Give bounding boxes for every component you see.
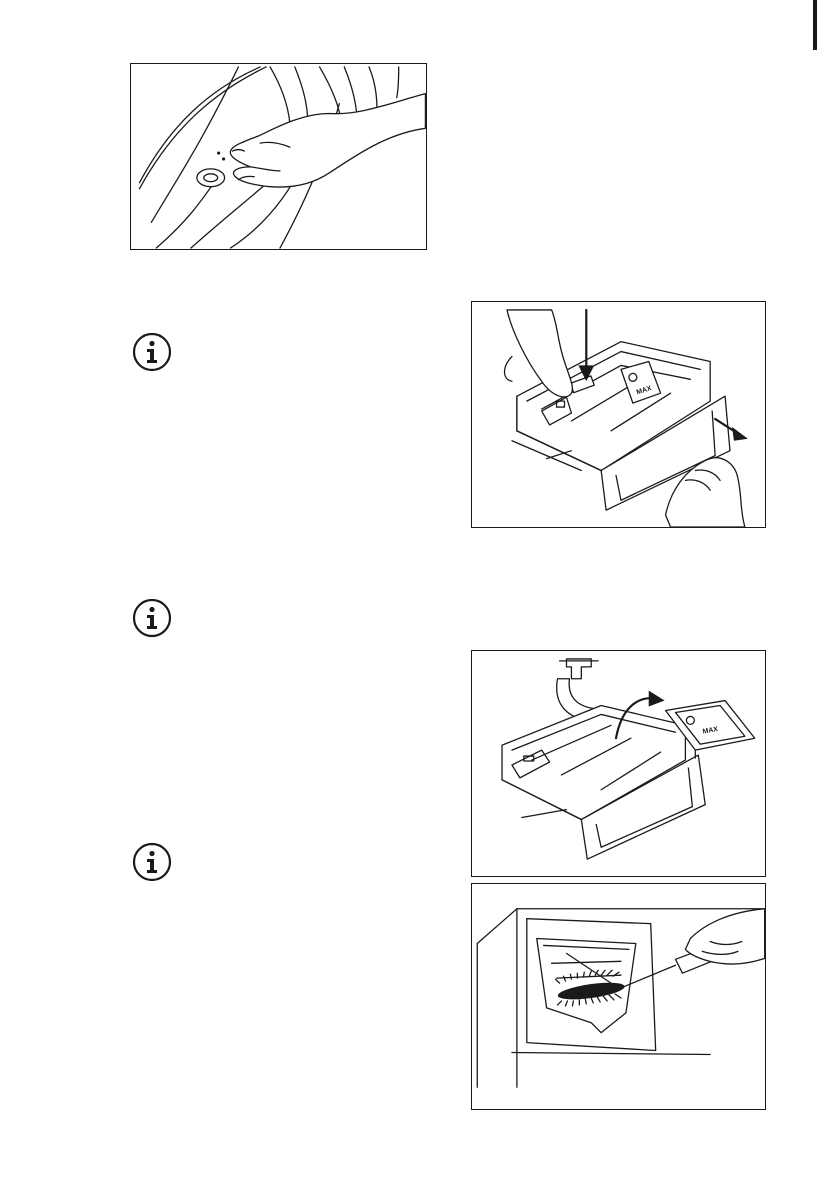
dispenser-rinse-under-tap-illustration: MAX — [472, 651, 765, 876]
dispenser-recess-brush-cleaning-illustration — [472, 884, 765, 1109]
dispenser-rinse-figure: MAX — [471, 650, 766, 877]
page-edge-marker — [813, 0, 817, 50]
info-icon — [132, 598, 172, 638]
door-seal-figure — [130, 63, 427, 250]
dispenser-removal-figure: MAX — [471, 301, 766, 528]
hand-on-door-seal-illustration — [131, 64, 426, 249]
dispenser-drawer-removal-illustration: MAX — [472, 302, 765, 527]
info-icon — [132, 842, 172, 882]
info-icon — [132, 332, 172, 372]
recess-brush-figure — [471, 883, 766, 1110]
